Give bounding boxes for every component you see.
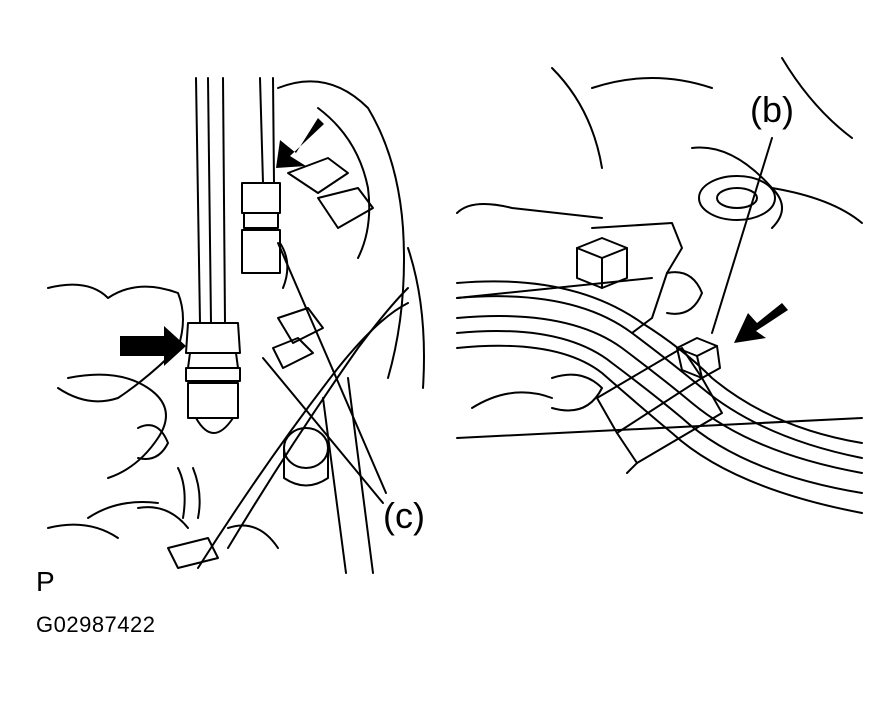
callout-label-b: (b)	[750, 89, 794, 130]
figure-code-label: G02987422	[36, 612, 156, 637]
right-line-drawing	[456, 57, 863, 514]
left-line-drawing	[47, 77, 425, 574]
callout-label-c: (c)	[383, 495, 425, 536]
right-illustration-panel	[452, 48, 867, 568]
arrow-indicator-right	[734, 303, 788, 343]
arrow-indicator-upper	[276, 118, 324, 168]
left-illustration-panel	[28, 48, 443, 583]
view-marker-label: P	[36, 566, 55, 597]
arrow-indicator-left	[120, 326, 186, 366]
